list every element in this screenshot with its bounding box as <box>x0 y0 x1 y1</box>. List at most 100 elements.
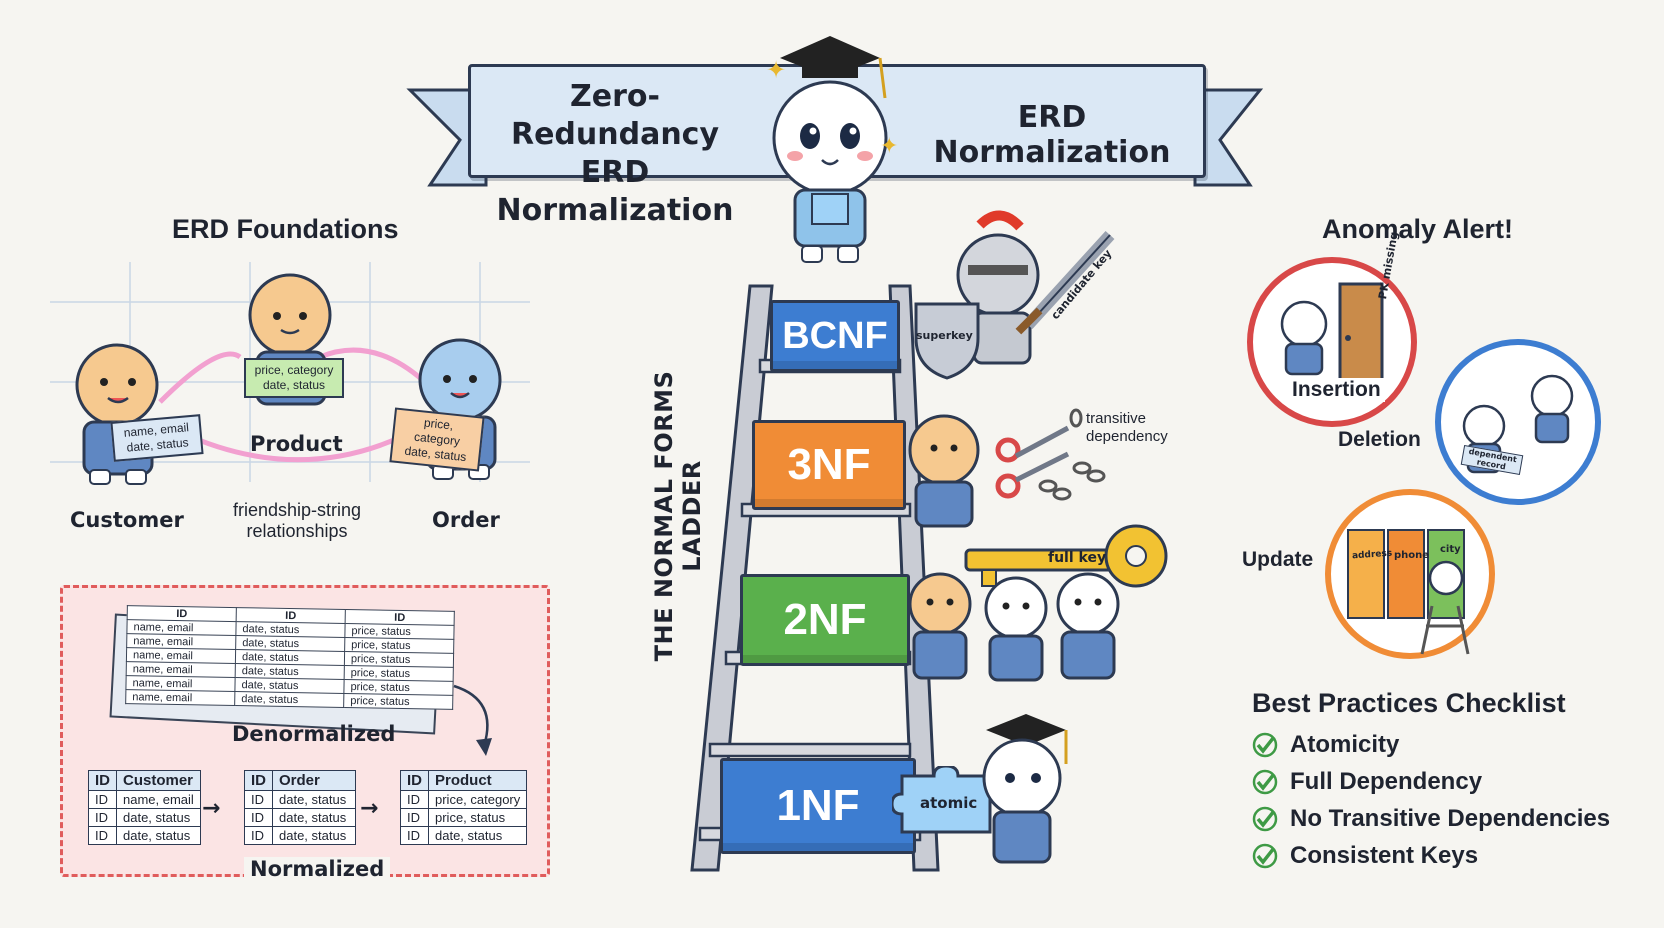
table-cell: date, status <box>272 790 356 809</box>
deletion-anomaly-icon <box>1435 339 1601 505</box>
shield-label: superkey <box>916 329 973 342</box>
graduate-mascot-icon: ✦ ✦ <box>766 36 898 263</box>
transitive-label-line-1: transitive <box>1086 410 1147 427</box>
update-column-city: city <box>1440 544 1461 555</box>
knight-mascot-icon <box>956 210 1115 365</box>
banner-title-line-1: Zero-Redundancy <box>510 79 720 152</box>
table-cell: ID <box>244 790 273 809</box>
deletion-label: Deletion <box>1338 428 1421 451</box>
order-label: Order <box>432 508 500 532</box>
table-cell: ID <box>244 826 273 845</box>
curved-arrow-icon <box>453 684 492 756</box>
shield-icon <box>914 302 980 380</box>
normalized-label: Normalized <box>244 857 391 881</box>
update-column-phone: phone <box>1394 550 1430 561</box>
insertion-label: Insertion <box>1288 378 1385 402</box>
table-cell: price, status <box>427 808 528 827</box>
rung-1nf-label: 1NF <box>776 781 860 830</box>
golden-key-icon <box>964 524 1168 588</box>
rung-2nf: 2NF <box>740 574 910 666</box>
checklist-item-label: Atomicity <box>1290 730 1400 758</box>
transitive-dependency-label: transitive dependency <box>1086 410 1196 446</box>
banner-title-left: Zero-Redundancy ERD Normalization <box>490 78 740 230</box>
checklist-item: Full Dependency <box>1252 763 1610 800</box>
rung-3nf: 3NF <box>752 420 906 510</box>
table-cell: price, status <box>343 693 453 710</box>
insertion-anomaly-icon <box>1247 257 1417 427</box>
banner-title-right: ERD Normalization <box>933 100 1171 170</box>
puzzle-piece-icon <box>892 766 992 834</box>
table-header-cell: Customer <box>116 770 201 791</box>
scissors-worker-icon <box>908 408 1106 528</box>
product-card-line-1: price, category <box>254 363 334 377</box>
table-cell: ID <box>88 808 117 827</box>
graduate-worker-icon <box>982 714 1068 864</box>
banner-title-line-2: ERD Normalization <box>496 155 734 228</box>
anomaly-title: Anomaly Alert! <box>1322 214 1514 244</box>
checkmark-icon <box>1252 732 1278 757</box>
product-card: price, category date, status <box>244 358 344 398</box>
worker-team-icon <box>908 572 1120 682</box>
checkmark-icon <box>1252 806 1278 831</box>
checklist-item-label: Full Dependency <box>1290 767 1483 795</box>
table-header-cell: Product <box>427 770 528 791</box>
table-cell: date, status <box>116 826 201 845</box>
puzzle-label: atomic <box>920 794 978 812</box>
product-card-line-2: date, status <box>262 378 326 392</box>
relationship-caption-line-2: relationships <box>246 521 348 541</box>
table-cell: price, category <box>427 790 528 809</box>
checklist-item: Atomicity <box>1252 726 1610 763</box>
checklist-item: No Transitive Dependencies <box>1252 800 1610 837</box>
denormalized-label: Denormalized <box>232 722 396 746</box>
table-header-cell: ID <box>88 770 117 791</box>
table-cell: date, status <box>116 808 201 827</box>
customer-card: name, email date, status <box>110 414 204 462</box>
table-cell: ID <box>400 790 429 809</box>
update-label: Update <box>1242 548 1314 571</box>
checklist: Atomicity Full Dependency No Transitive … <box>1252 726 1610 874</box>
table-cell: date, status <box>272 808 356 827</box>
svg-text:✦: ✦ <box>880 133 898 158</box>
checkmark-icon <box>1252 769 1278 794</box>
table-cell: date, status <box>234 691 344 708</box>
table-cell: ID <box>88 790 117 809</box>
rung-bcnf-label: BCNF <box>782 315 888 357</box>
rung-1nf: 1NF <box>720 758 916 854</box>
table-cell: ID <box>88 826 117 845</box>
foundations-title: ERD Foundations <box>172 214 399 244</box>
customer-entity-icon <box>75 343 159 485</box>
transitive-label-line-2: dependency <box>1086 428 1168 445</box>
relationship-caption: friendship-string relationships <box>212 500 382 542</box>
rung-2nf-label: 2NF <box>783 595 867 644</box>
checklist-item-label: Consistent Keys <box>1290 841 1479 869</box>
checkmark-icon <box>1252 843 1278 868</box>
table-cell: ID <box>400 826 429 845</box>
checklist-title: Best Practices Checklist <box>1252 688 1566 718</box>
checklist-item: Consistent Keys <box>1252 837 1610 874</box>
table-header-cell: Order <box>272 770 356 791</box>
arrow-right-icon: → <box>202 796 221 821</box>
relationship-caption-line-1: friendship-string <box>232 500 362 520</box>
customer-label: Customer <box>70 508 184 532</box>
table-header-cell: ID <box>400 770 429 791</box>
table-cell: date, status <box>272 826 356 845</box>
